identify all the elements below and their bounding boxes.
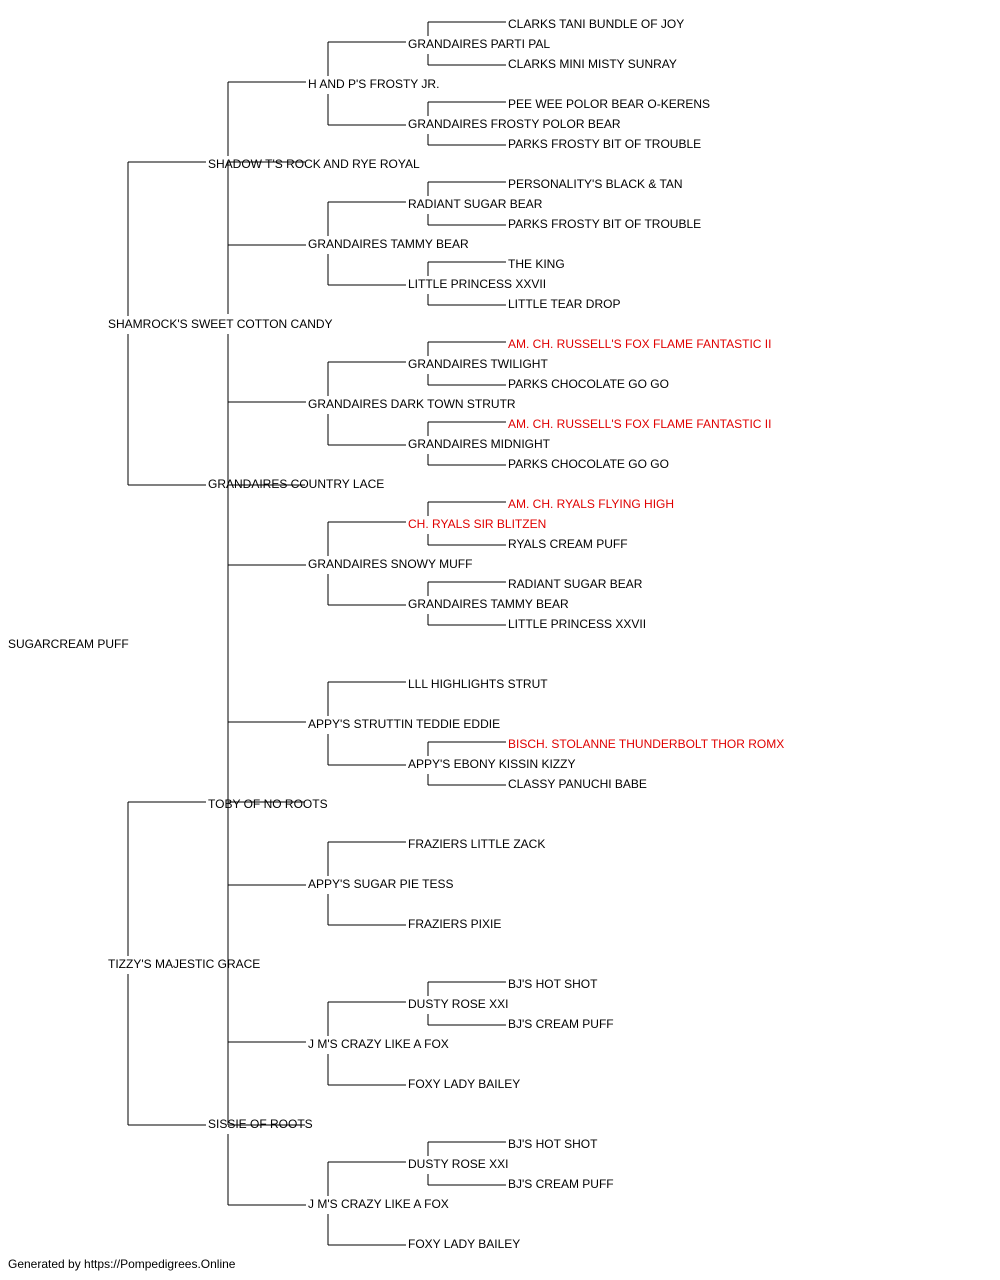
ancestor-gen3[interactable]: J M'S CRAZY LIKE A FOX	[308, 1197, 449, 1211]
ancestor-gen4[interactable]: GRANDAIRES TWILIGHT	[408, 357, 548, 371]
ancestor-gen3[interactable]: APPY'S SUGAR PIE TESS	[308, 877, 454, 891]
ancestor-gen1[interactable]: TIZZY'S MAJESTIC GRACE	[108, 957, 261, 971]
ancestor-gen4[interactable]: GRANDAIRES PARTI PAL	[408, 37, 551, 51]
ancestor-gen5[interactable]: AM. CH. RUSSELL'S FOX FLAME FANTASTIC II	[508, 417, 772, 431]
ancestor-gen3[interactable]: J M'S CRAZY LIKE A FOX	[308, 1037, 449, 1051]
ancestor-gen5[interactable]: RYALS CREAM PUFF	[508, 537, 628, 551]
ancestor-gen3[interactable]: GRANDAIRES SNOWY MUFF	[308, 557, 473, 571]
ancestor-gen4[interactable]: FRAZIERS LITTLE ZACK	[408, 837, 546, 851]
ancestor-gen4[interactable]: FOXY LADY BAILEY	[408, 1077, 521, 1091]
ancestor-gen1[interactable]: SHAMROCK'S SWEET COTTON CANDY	[108, 317, 333, 331]
ancestor-gen4[interactable]: LITTLE PRINCESS XXVII	[408, 277, 547, 291]
ancestor-gen2[interactable]: SHADOW T'S ROCK AND RYE ROYAL	[208, 157, 420, 171]
ancestor-gen5[interactable]: THE KING	[508, 257, 565, 271]
ancestor-gen5[interactable]: PARKS CHOCOLATE GO GO	[508, 377, 669, 391]
ancestor-gen5[interactable]: LITTLE TEAR DROP	[508, 297, 621, 311]
ancestor-gen5[interactable]: PERSONALITY'S BLACK & TAN	[508, 177, 683, 191]
ancestor-gen5[interactable]: BJ'S CREAM PUFF	[508, 1177, 614, 1191]
ancestor-gen5[interactable]: CLASSY PANUCHI BABE	[508, 777, 647, 791]
ancestor-gen4[interactable]: GRANDAIRES MIDNIGHT	[408, 437, 551, 451]
ancestor-gen5[interactable]: PARKS FROSTY BIT OF TROUBLE	[508, 137, 702, 151]
ancestor-gen5[interactable]: BJ'S CREAM PUFF	[508, 1017, 614, 1031]
ancestor-gen3[interactable]: GRANDAIRES DARK TOWN STRUTR	[308, 397, 516, 411]
ancestor-gen2[interactable]: GRANDAIRES COUNTRY LACE	[208, 477, 385, 491]
ancestor-gen4[interactable]: FRAZIERS PIXIE	[408, 917, 502, 931]
ancestor-gen5[interactable]: RADIANT SUGAR BEAR	[508, 577, 643, 591]
ancestor-gen5[interactable]: PEE WEE POLOR BEAR O-KERENS	[508, 97, 711, 111]
generator-credit: Generated by https://Pompedigrees.Online	[8, 1257, 236, 1271]
ancestor-gen4[interactable]: APPY'S EBONY KISSIN KIZZY	[408, 757, 576, 771]
ancestor-gen3[interactable]: GRANDAIRES TAMMY BEAR	[308, 237, 469, 251]
subject-name[interactable]: SUGARCREAM PUFF	[8, 637, 129, 651]
ancestor-gen5[interactable]: LITTLE PRINCESS XXVII	[508, 617, 647, 631]
ancestor-gen5[interactable]: CLARKS TANI BUNDLE OF JOY	[508, 17, 685, 31]
ancestor-gen5[interactable]: CLARKS MINI MISTY SUNRAY	[508, 57, 677, 71]
ancestor-gen5[interactable]: BJ'S HOT SHOT	[508, 1137, 598, 1151]
ancestor-gen3[interactable]: H AND P'S FROSTY JR.	[308, 77, 440, 91]
ancestor-gen4[interactable]: DUSTY ROSE XXI	[408, 1157, 509, 1171]
ancestor-gen5[interactable]: BISCH. STOLANNE THUNDERBOLT THOR ROMX	[508, 737, 785, 751]
ancestor-gen4[interactable]: CH. RYALS SIR BLITZEN	[408, 517, 547, 531]
ancestor-gen2[interactable]: TOBY OF NO ROOTS	[208, 797, 328, 811]
ancestor-gen5[interactable]: AM. CH. RUSSELL'S FOX FLAME FANTASTIC II	[508, 337, 772, 351]
ancestor-gen5[interactable]: PARKS CHOCOLATE GO GO	[508, 457, 669, 471]
ancestor-gen5[interactable]: PARKS FROSTY BIT OF TROUBLE	[508, 217, 702, 231]
ancestor-gen4[interactable]: DUSTY ROSE XXI	[408, 997, 509, 1011]
ancestor-gen4[interactable]: GRANDAIRES TAMMY BEAR	[408, 597, 569, 611]
ancestor-gen2[interactable]: SISSIE OF ROOTS	[208, 1117, 313, 1131]
ancestor-gen5[interactable]: AM. CH. RYALS FLYING HIGH	[508, 497, 675, 511]
ancestor-gen4[interactable]: GRANDAIRES FROSTY POLOR BEAR	[408, 117, 621, 131]
ancestor-gen4[interactable]: RADIANT SUGAR BEAR	[408, 197, 543, 211]
ancestor-gen3[interactable]: APPY'S STRUTTIN TEDDIE EDDIE	[308, 717, 501, 731]
ancestor-gen4[interactable]: FOXY LADY BAILEY	[408, 1237, 521, 1251]
ancestor-gen4[interactable]: LLL HIGHLIGHTS STRUT	[408, 677, 548, 691]
ancestor-gen5[interactable]: BJ'S HOT SHOT	[508, 977, 598, 991]
